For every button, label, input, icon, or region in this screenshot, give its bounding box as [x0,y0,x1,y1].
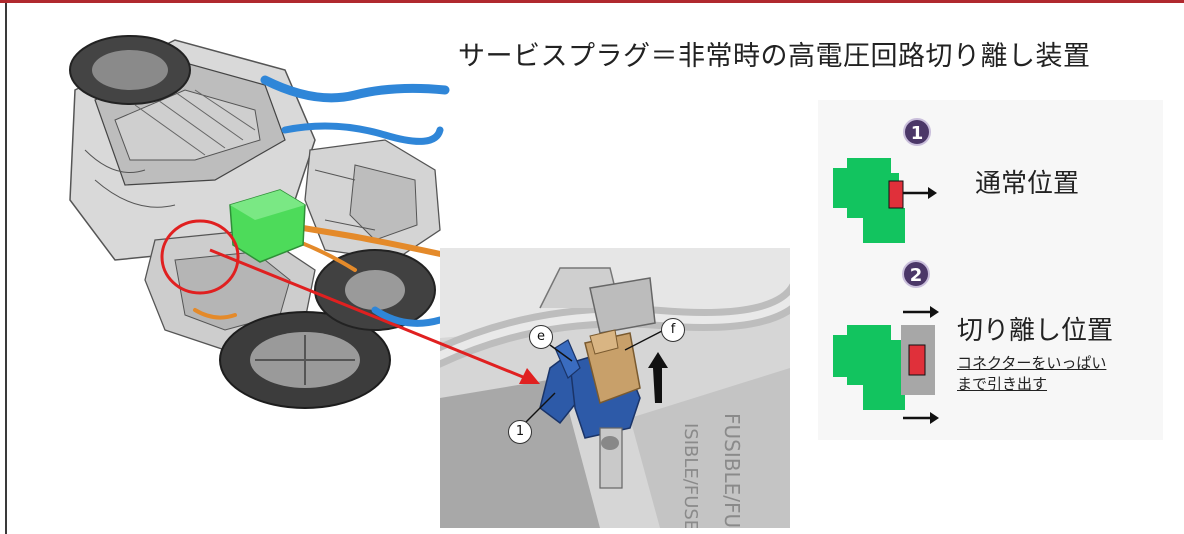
state-2-label: 切り離し位置 [957,316,1114,346]
top-rule [0,0,1184,3]
state-2-badge: 2 [902,260,930,288]
state-1-badge: 1 [903,118,931,146]
state-2-note-line2: まで引き出す [957,375,1048,393]
slide-title: サービスプラグ＝非常時の高電圧回路切り離し装置 [458,41,1091,72]
callout-f: f [661,318,685,342]
service-plug-photo: FUSIBLE/FU ISIBLE/FUSE [440,248,790,528]
state-2-note-line1: コネクターをいっぱい [957,354,1107,372]
callout-e: e [529,325,553,349]
photo-panel-text-left: ISIBLE/FUSE [680,423,701,528]
plug-disconnect-icon [833,306,939,424]
left-rule [5,3,7,534]
photo-panel-text-right: FUSIBLE/FU [720,413,744,528]
state-1-label: 通常位置 [975,169,1080,199]
plug-normal-icon [833,158,937,243]
engine-illustration [69,35,450,409]
callout-1: 1 [508,420,532,444]
